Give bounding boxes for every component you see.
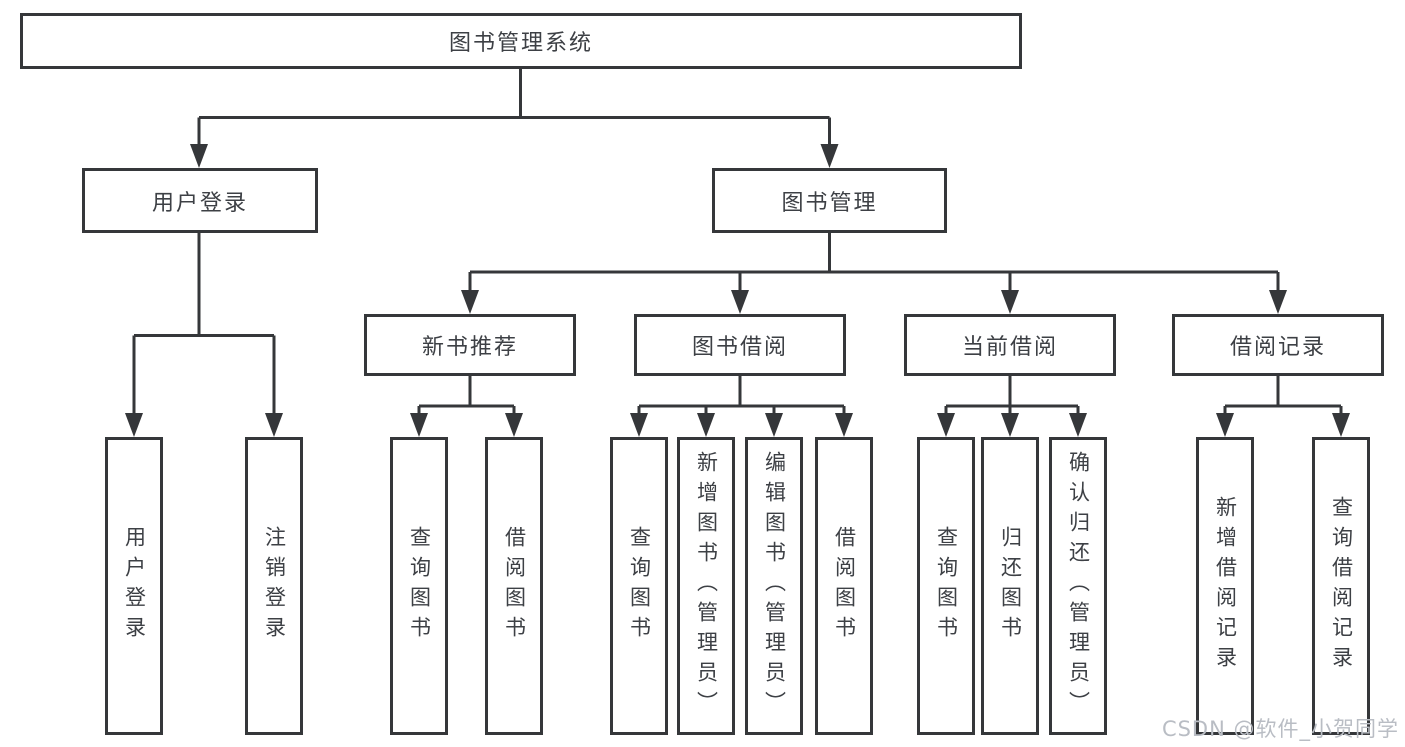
- leaf-add-books-admin: 新增图书（管理员）: [677, 437, 735, 735]
- leaf-label: 用户登录: [122, 526, 147, 646]
- csdn-watermark: CSDN @软件_小贺同学: [1161, 717, 1399, 741]
- leaf-borrow-books: 借阅图书: [815, 437, 873, 735]
- leaf-edit-books-admin: 编辑图书（管理员）: [745, 437, 803, 735]
- leaf-label: 确认归还（管理员）: [1066, 451, 1091, 721]
- leaf-label: 借阅图书: [502, 526, 527, 646]
- node-label: 用户登录: [151, 190, 248, 216]
- node-book-management: 图书管理: [712, 168, 947, 233]
- leaf-logout-login: 注销登录: [245, 437, 303, 735]
- leaf-query-books-recommend: 查询图书: [390, 437, 448, 735]
- leaf-query-books-current: 查询图书: [917, 437, 975, 735]
- node-label: 图书管理系统: [448, 31, 593, 56]
- node-label: 图书管理: [781, 190, 878, 216]
- node-user-login: 用户登录: [82, 168, 318, 233]
- leaf-label: 查询借阅记录: [1329, 496, 1354, 676]
- node-current-borrow: 当前借阅: [904, 314, 1116, 376]
- leaf-return-books: 归还图书: [981, 437, 1039, 735]
- node-library-management-system: 图书管理系统: [20, 13, 1022, 69]
- leaf-borrow-books-recommend: 借阅图书: [485, 437, 543, 735]
- leaf-user-login: 用户登录: [105, 437, 163, 735]
- node-label: 新书推荐: [421, 335, 518, 360]
- leaf-add-borrow-record: 新增借阅记录: [1196, 437, 1254, 735]
- node-label: 当前借阅: [961, 335, 1058, 360]
- leaf-label: 查询图书: [627, 526, 652, 646]
- leaf-query-books-borrow: 查询图书: [610, 437, 668, 735]
- node-new-book-recommend: 新书推荐: [364, 314, 576, 376]
- leaf-label: 新增图书（管理员）: [694, 451, 719, 721]
- node-borrow-records: 借阅记录: [1172, 314, 1384, 376]
- leaf-label: 借阅图书: [832, 526, 857, 646]
- leaf-label: 编辑图书（管理员）: [762, 451, 787, 721]
- node-book-borrow: 图书借阅: [634, 314, 846, 376]
- leaf-label: 新增借阅记录: [1213, 496, 1238, 676]
- leaf-label: 查询图书: [934, 526, 959, 646]
- node-label: 借阅记录: [1229, 335, 1326, 360]
- leaf-query-borrow-record: 查询借阅记录: [1312, 437, 1370, 735]
- node-label: 图书借阅: [691, 335, 788, 360]
- leaf-confirm-return-admin: 确认归还（管理员）: [1049, 437, 1107, 735]
- leaf-label: 查询图书: [407, 526, 432, 646]
- leaf-label: 归还图书: [998, 526, 1023, 646]
- leaf-label: 注销登录: [262, 526, 287, 646]
